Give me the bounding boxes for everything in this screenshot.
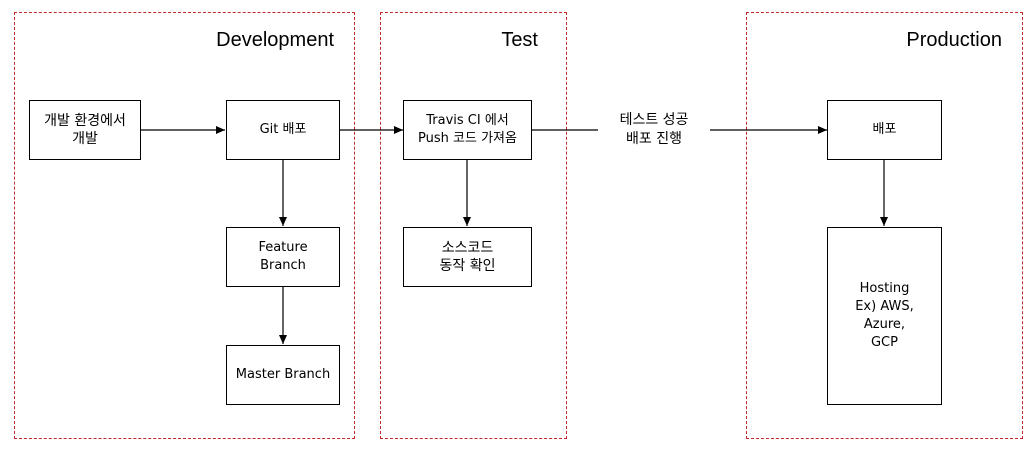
production-zone: Production xyxy=(746,12,1023,439)
travis-ci-node: Travis CI 에서 Push 코드 가져옴 xyxy=(403,100,532,160)
deploy-node: 배포 xyxy=(827,100,942,160)
test-zone-title: Test xyxy=(501,29,538,51)
source-code-check-node: 소스코드 동작 확인 xyxy=(403,227,532,287)
feature-branch-node: Feature Branch xyxy=(226,227,340,287)
development-zone: Development xyxy=(14,12,355,439)
production-zone-title: Production xyxy=(906,29,1002,51)
master-branch-node: Master Branch xyxy=(226,345,340,405)
development-zone-title: Development xyxy=(216,29,334,51)
test-zone: Test xyxy=(380,12,567,439)
test-success-edge-label: 테스트 성공 배포 진행 xyxy=(598,111,710,149)
dev-environment-node: 개발 환경에서 개발 xyxy=(29,100,141,160)
hosting-node: Hosting Ex) AWS, Azure, GCP xyxy=(827,227,942,405)
git-deploy-node: Git 배포 xyxy=(226,100,340,160)
